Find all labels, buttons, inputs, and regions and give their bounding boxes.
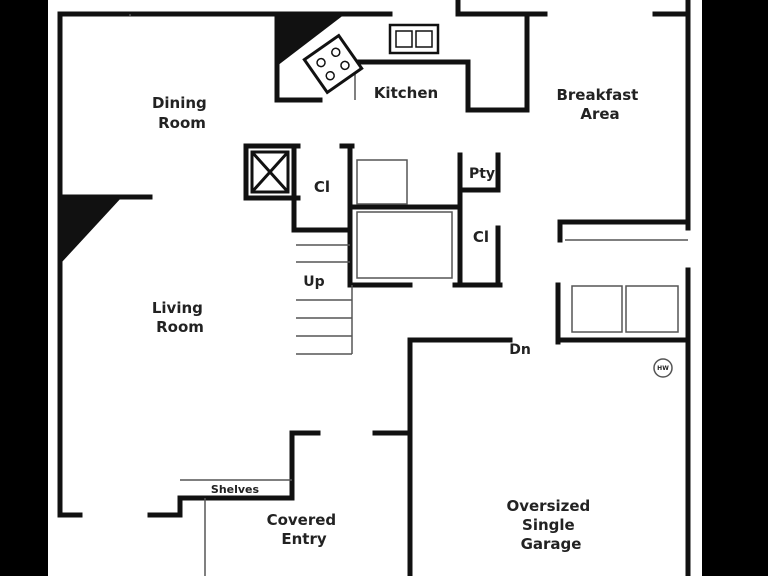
closet-label: Cl (314, 178, 330, 196)
stove-icon (302, 33, 364, 95)
paper (48, 0, 702, 576)
living-room-label: Living Room (152, 299, 208, 336)
sink-icon (388, 23, 440, 55)
shelves-label: Shelves (211, 483, 260, 496)
stair-corner-fill (62, 197, 122, 262)
chase-x-icon (250, 150, 290, 194)
water-heater-label: HW (657, 365, 669, 372)
dining-room-label: Dining Room (152, 94, 212, 132)
kitchen-corner-fill (277, 14, 345, 66)
kitchen-label: Kitchen (374, 84, 438, 102)
stairs-down-label: Dn (509, 342, 531, 358)
garage-label: Oversized Single Garage (506, 497, 595, 553)
breakfast-area-label: Breakfast Area (556, 86, 643, 123)
stairs-up-label: Up (303, 274, 324, 290)
closet-label-2: Cl (473, 228, 489, 246)
stair-steps (70, 229, 118, 271)
pantry-label: Pty (469, 166, 495, 182)
thin-lines (129, 14, 688, 576)
covered-entry-label: Covered Entry (267, 511, 342, 548)
